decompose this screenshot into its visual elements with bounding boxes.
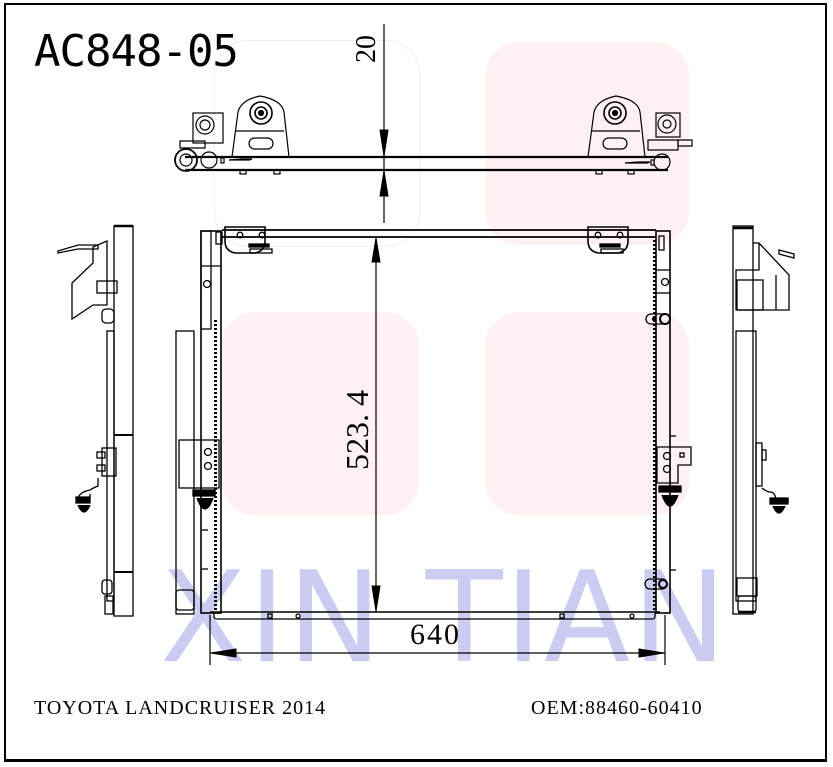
watermark-tile xyxy=(221,312,419,515)
bottom-rule xyxy=(4,760,827,762)
dimension-width xyxy=(209,615,666,665)
oem-prefix: OEM: xyxy=(531,697,585,719)
right-side-view xyxy=(732,225,795,615)
dimension-thickness xyxy=(379,24,389,223)
vehicle-model-label: TOYOTA LANDCRUISER 2014 xyxy=(34,697,327,719)
top-view xyxy=(174,95,693,175)
dimension-height xyxy=(371,237,381,612)
left-side-view xyxy=(57,224,134,617)
front-view xyxy=(175,226,692,620)
oem-number: 88460-60410 xyxy=(585,697,703,719)
watermark-tile xyxy=(485,42,689,245)
dimension-thickness-label: 20 xyxy=(351,35,382,63)
oem-number-label: OEM:88460-60410 xyxy=(531,696,703,720)
dimension-width-label: 640 xyxy=(410,618,461,651)
part-number-title: AC848-05 xyxy=(34,26,239,77)
dimension-height-label: 523. 4 xyxy=(339,390,375,470)
